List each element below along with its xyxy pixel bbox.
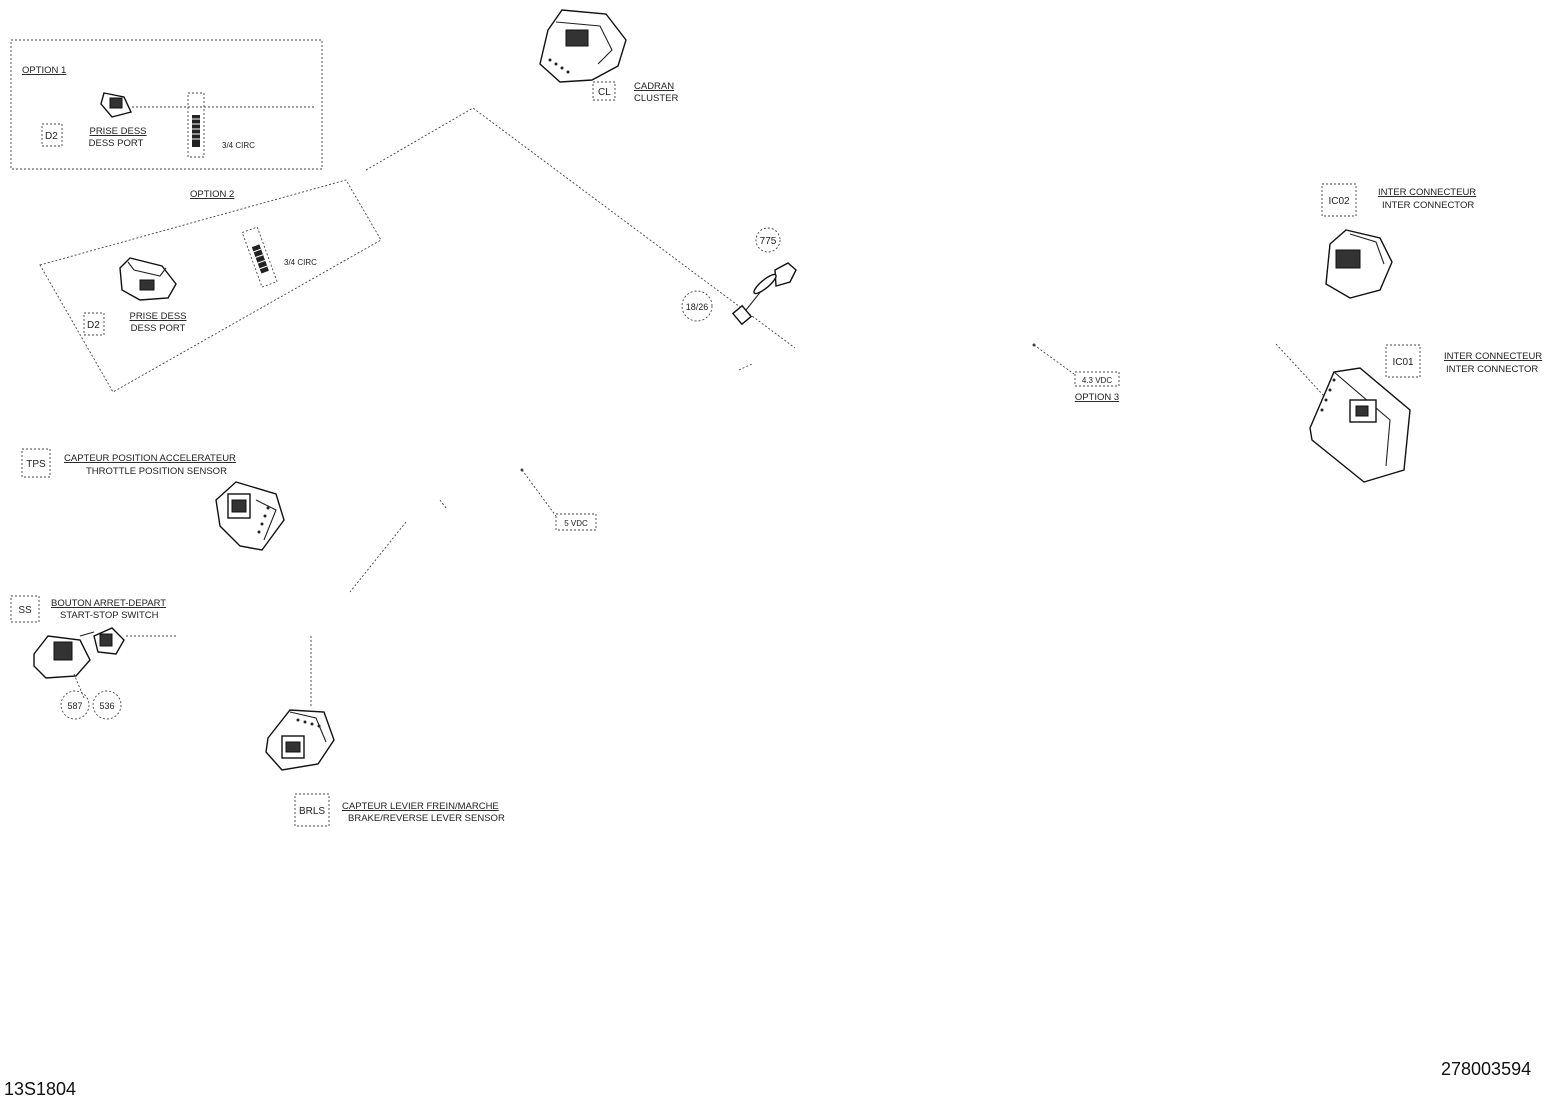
throttle-tag-frame (21, 448, 51, 478)
option-1-label-fr: PRISE DESS (89, 126, 146, 137)
start-stop-pin-b-circle (92, 690, 122, 720)
option-2-frame (39, 179, 382, 393)
start-stop-tag-frame (10, 595, 40, 623)
wire-bundle-icon (192, 115, 200, 147)
option-1-wire-bundle (187, 92, 205, 158)
brake-tag-frame (294, 793, 330, 827)
inter-connector-right-label-en: INTER CONNECTOR (1446, 364, 1538, 375)
ground-tag-circle (681, 290, 713, 322)
drawing-reference: 13S1804 (4, 1079, 77, 1099)
throttle-label-en: THROTTLE POSITION SENSOR (86, 466, 227, 477)
cluster-connector-icon (539, 9, 627, 83)
inter-connector-top-label-en: INTER CONNECTOR (1382, 200, 1474, 211)
voltage-label: 5 VDC (564, 519, 588, 528)
option-1-tag: D2 (45, 131, 58, 142)
start-stop-pin-leader (73, 673, 85, 699)
inter-connector-right-icon (1309, 367, 1411, 483)
cluster-label-fr: CADRAN (634, 81, 674, 92)
start-stop-label-en: START-STOP SWITCH (60, 610, 159, 621)
voltage-note-group: 5 VDC (520, 468, 597, 531)
option-1-frame (10, 39, 323, 170)
option-2-group: OPTION 2 3/4 CIRC D2 PRISE DESS DESS POR… (39, 179, 382, 393)
inter-connector-top-tag-frame (1321, 183, 1357, 217)
inter-connector-top-group: IC02 INTER CONNECTEUR INTER CONNECTOR (1321, 183, 1476, 299)
brake-sensor-group: BRLS CAPTEUR LEVIER FREIN/MARCHE BRAKE/R… (265, 636, 505, 827)
throttle-sensor-group: TPS CAPTEUR POSITION ACCELERATEUR THROTT… (21, 448, 447, 551)
start-stop-label-fr: BOUTON ARRET-DEPART (51, 598, 166, 609)
option-1-tag-frame (41, 123, 63, 147)
voltage-leader (521, 469, 557, 517)
inter-connector-right-tag: IC01 (1392, 357, 1414, 368)
splice-group: 775 18/26 (681, 227, 797, 326)
cluster-label-en: CLUSTER (634, 93, 678, 104)
inter-connector-right-group: IC01 INTER CONNECTEUR INTER CONNECTOR (1275, 343, 1542, 483)
start-stop-pin-b: 536 (99, 701, 114, 711)
main-harness-line (365, 107, 796, 349)
voltage-frame (555, 513, 597, 531)
cluster-tag: CL (598, 87, 611, 98)
option-1-group: OPTION 1 3/4 CIRC D2 PRISE DESS DESS POR… (10, 39, 323, 170)
start-stop-group: SS BOUTON ARRET-DEPART START-STOP SWITCH… (10, 521, 407, 720)
splice-tag-circle (755, 227, 781, 253)
option-3-wire-label: 4.3 VDC (1082, 376, 1112, 385)
brake-tag: BRLS (299, 806, 325, 817)
inter-connector-right-tag-frame (1385, 344, 1421, 378)
brake-label-en: BRAKE/REVERSE LEVER SENSOR (348, 813, 505, 824)
option-2-label-en: DESS PORT (131, 323, 186, 334)
throttle-stub (439, 499, 447, 509)
option-3-title: OPTION 3 (1075, 392, 1119, 403)
inter-connector-top-icon (1325, 229, 1393, 299)
splice-tag: 775 (760, 236, 777, 247)
ground-terminal-icon (731, 262, 797, 326)
option-2-tag-frame (83, 312, 105, 336)
cluster-group: CL CADRAN CLUSTER (539, 9, 678, 104)
option-3-wire-frame (1074, 371, 1120, 387)
part-number: 278003594 (1441, 1059, 1532, 1079)
throttle-sensor-connector-icon (215, 481, 285, 551)
inter-connector-right-label-fr: INTER CONNECTEUR (1444, 351, 1542, 362)
dess-port-connector-icon (100, 92, 132, 118)
start-stop-switch-icon (33, 627, 125, 679)
option-2-title: OPTION 2 (190, 189, 234, 200)
inter-connector-right-leader (1275, 343, 1325, 397)
brake-label-fr: CAPTEUR LEVIER FREIN/MARCHE (342, 801, 499, 812)
start-stop-harness-line (349, 521, 407, 593)
inter-connector-top-label-fr: INTER CONNECTEUR (1378, 187, 1476, 198)
option-3-note-group: 4.3 VDC OPTION 3 (1032, 343, 1120, 403)
throttle-label-fr: CAPTEUR POSITION ACCELERATEUR (64, 453, 236, 464)
option-2-tag: D2 (87, 320, 100, 331)
option-2-wire-bundle (241, 226, 278, 288)
brake-sensor-connector-icon (265, 709, 335, 771)
start-stop-tag: SS (18, 605, 32, 616)
option-1-title: OPTION 1 (22, 65, 66, 76)
option-2-label-fr: PRISE DESS (129, 311, 186, 322)
option-2-wire-label: 3/4 CIRC (284, 258, 317, 267)
throttle-tag: TPS (26, 459, 46, 470)
start-stop-pin-a: 587 (67, 701, 82, 711)
inter-connector-top-tag: IC02 (1328, 196, 1350, 207)
start-stop-pin-a-circle (60, 690, 90, 720)
ground-tag: 18/26 (686, 302, 709, 312)
dess-port-icon (119, 257, 177, 301)
harness-stub (738, 363, 753, 371)
option-1-wire-label: 3/4 CIRC (222, 141, 255, 150)
option-3-leader (1033, 344, 1075, 375)
option-1-label-en: DESS PORT (89, 138, 144, 149)
